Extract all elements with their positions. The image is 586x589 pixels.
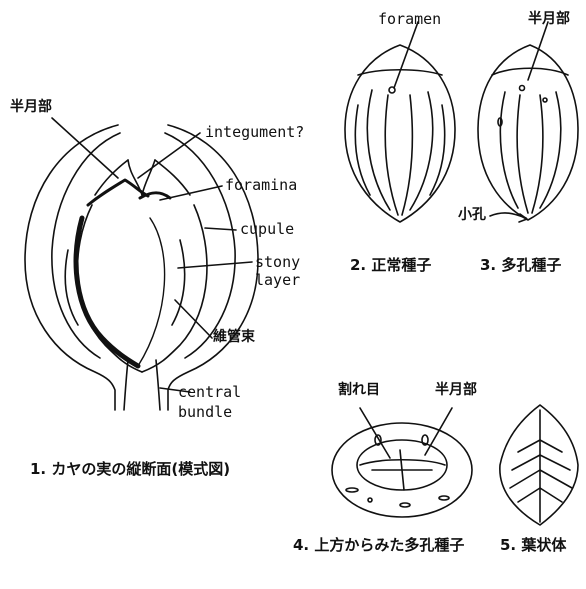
fig4-caption: 4. 上方からみた多孔種子 xyxy=(293,538,464,553)
fig4-label-hangetsubu: 半月部 xyxy=(435,383,477,397)
fig2-seed-drawing xyxy=(345,22,455,222)
fig5-caption: 5. 葉状体 xyxy=(500,538,566,553)
fig1-section-drawing xyxy=(25,125,258,410)
central-bundle xyxy=(124,360,128,410)
fig2-caption: 2. 正常種子 xyxy=(350,258,431,273)
fig1-label-integument: integument? xyxy=(205,125,304,140)
fig3-seed-drawing xyxy=(478,22,578,222)
fig4-top-view-drawing xyxy=(332,408,472,517)
fig3-caption: 3. 多孔種子 xyxy=(480,258,561,273)
fig1-label-foramina: foramina xyxy=(225,178,297,193)
fig3-label-hangetsubu: 半月部 xyxy=(528,12,570,26)
fig2-label-foramen: foramen xyxy=(378,12,441,27)
fig5-leaf-drawing xyxy=(500,405,578,525)
fig1-label-cupule: cupule xyxy=(240,222,294,237)
fig1-label-bundle: bundle xyxy=(178,405,232,420)
fig1-label-layer: layer xyxy=(255,273,300,288)
fig1-label-hangetsubu: 半月部 xyxy=(10,100,52,114)
fig3-label-shoko: 小孔 xyxy=(458,208,486,222)
fig1-label-ikansoku: 維管束 xyxy=(213,330,255,344)
stony-layer xyxy=(76,218,138,366)
fig1-label-stony: stony xyxy=(255,255,300,270)
fig1-label-central: central xyxy=(178,385,241,400)
fig1-caption: 1. カヤの実の縦断面(模式図) xyxy=(30,462,230,477)
fig4-label-wareme: 割れ目 xyxy=(338,383,380,397)
cupule-outline xyxy=(25,125,118,410)
